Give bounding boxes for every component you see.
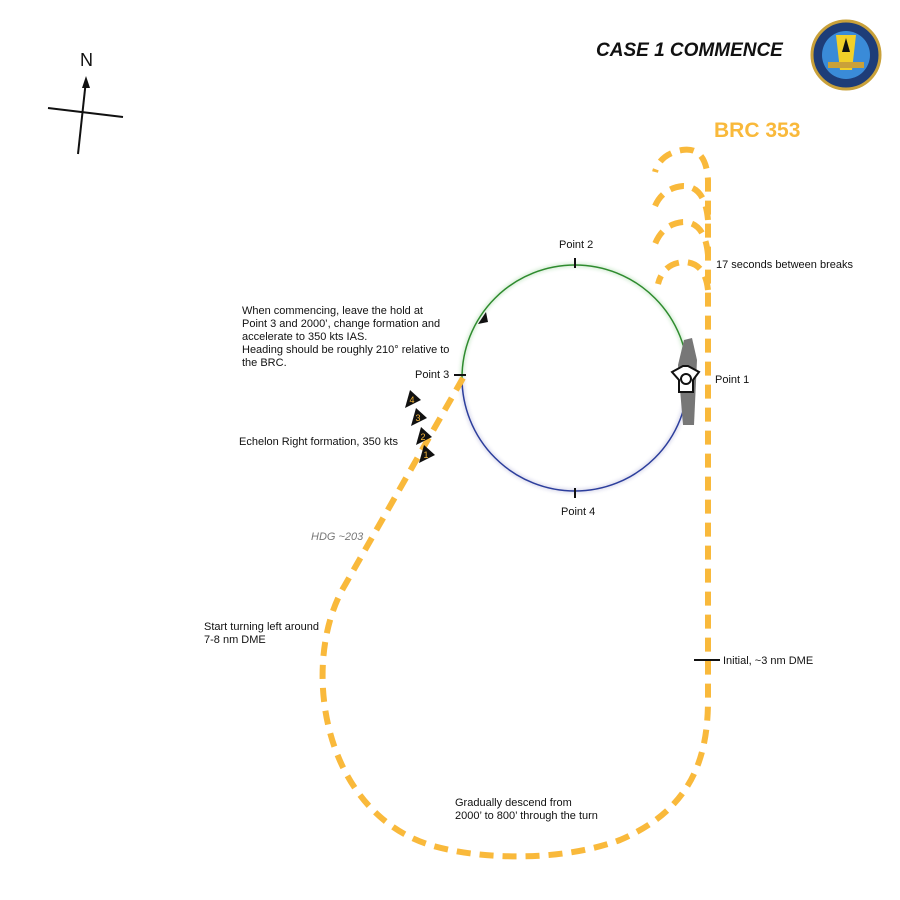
- compass-icon: [47, 76, 124, 155]
- master-arms-logo: [810, 19, 882, 91]
- hold-circle-bottom: [461, 377, 689, 492]
- jet-icon-4: 4: [405, 390, 421, 408]
- point4-label: Point 4: [561, 506, 596, 518]
- turn-note: Start turning left around 7-8 nm DME: [204, 621, 319, 647]
- compass-north-label: N: [80, 50, 93, 70]
- note-line: Start turning left around: [204, 621, 319, 633]
- note-line: Heading should be roughly 210° relative …: [242, 344, 450, 356]
- svg-text:1: 1: [423, 450, 428, 460]
- commence-note: When commencing, leave the hold at Point…: [242, 305, 449, 370]
- carrier-icon: [670, 338, 701, 425]
- echelon-label: Echelon Right formation, 350 kts: [239, 436, 398, 448]
- point1-label: Point 1: [715, 374, 750, 386]
- direction-arrow-icon: [478, 312, 488, 324]
- point2-label: Point 2: [559, 239, 594, 251]
- note-line: Gradually descend from: [455, 797, 572, 809]
- note-line: accelerate to 350 kts IAS.: [242, 331, 368, 343]
- note-line: Point 3 and 2000’, change formation and: [242, 318, 441, 330]
- initial-label: Initial, ~3 nm DME: [723, 655, 814, 667]
- note-line: 7-8 nm DME: [204, 634, 266, 646]
- note-line: When commencing, leave the hold at: [242, 305, 423, 317]
- hold-circle-top: [461, 264, 689, 379]
- jet-icon-1: 1: [419, 445, 435, 463]
- note-line: the BRC.: [242, 357, 287, 369]
- point3-label: Point 3: [415, 369, 450, 381]
- brc-label: BRC 353: [714, 119, 801, 142]
- svg-text:3: 3: [415, 413, 420, 423]
- svg-text:4: 4: [409, 395, 414, 405]
- note-line: 2000’ to 800’ through the turn: [455, 810, 598, 822]
- jet-icon-2: 2: [416, 427, 432, 445]
- heading-label: HDG ~203: [311, 531, 364, 543]
- jet-icon-3: 3: [411, 408, 427, 426]
- point-ticks: [454, 258, 576, 498]
- descend-note: Gradually descend from 2000’ to 800’ thr…: [455, 797, 598, 823]
- breaks-label: 17 seconds between breaks: [716, 259, 853, 271]
- page-title: CASE 1 COMMENCE: [596, 40, 783, 61]
- approach-path: [319, 146, 711, 860]
- formation-jets: 4 3 2 1: [405, 390, 435, 463]
- svg-text:2: 2: [420, 432, 425, 442]
